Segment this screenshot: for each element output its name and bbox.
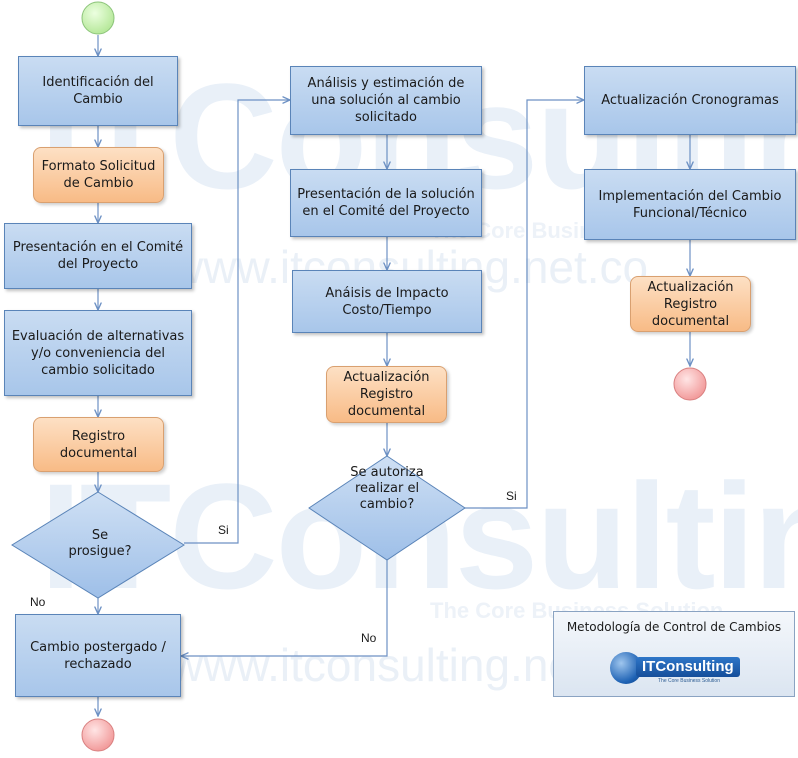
branch-label-si-prosigue: Si bbox=[218, 523, 229, 537]
doc-actualizacion-registro-1: Actualización Registro documental bbox=[326, 366, 447, 423]
step-analisis-estimacion: Análisis y estimación de una solución al… bbox=[290, 66, 482, 135]
doc-registro-documental: Registro documental bbox=[33, 417, 164, 472]
logo-text: ITConsulting bbox=[636, 657, 740, 677]
step-actualizacion-cronogramas: Actualización Cronogramas bbox=[584, 66, 796, 135]
doc-actualizacion-registro-2: Actualización Registro documental bbox=[630, 276, 751, 332]
methodology-title: Metodología de Control de Cambios bbox=[566, 620, 782, 634]
step-presentacion-comite: Presentación en el Comité del Proyecto bbox=[4, 223, 192, 289]
step-analisis-impacto: Anáisis de Impacto Costo/Tiempo bbox=[292, 270, 482, 333]
decision-autoriza-label: Se autoriza realizar el cambio? bbox=[350, 465, 424, 512]
start-terminal bbox=[81, 1, 115, 35]
connector-autoriza-no-postergado bbox=[181, 560, 388, 656]
decision-autoriza bbox=[308, 455, 466, 561]
branch-label-no-prosigue: No bbox=[30, 595, 46, 609]
connector-autoriza-si-cronogramas bbox=[465, 100, 584, 509]
step-evaluacion-alternativas: Evaluación de alternativas y/o convenien… bbox=[4, 310, 192, 396]
logo-tagline: The Core Business Solution bbox=[658, 678, 720, 684]
methodology-info-box: Metodología de Control de Cambios ITCons… bbox=[553, 611, 795, 697]
decision-prosigue bbox=[11, 491, 185, 599]
connector-prosigue-si-analisis bbox=[184, 100, 290, 544]
decision-prosigue-label: Se prosigue? bbox=[68, 528, 132, 559]
doc-formato-solicitud: Formato Solicitud de Cambio bbox=[33, 147, 164, 203]
step-implementacion-cambio: Implementación del Cambio Funcional/Técn… bbox=[584, 169, 796, 240]
step-identificacion-cambio: Identificación del Cambio bbox=[18, 56, 178, 126]
step-cambio-postergado: Cambio postergado / rechazado bbox=[15, 614, 181, 697]
end-terminal-left bbox=[81, 718, 115, 752]
itconsulting-logo: ITConsulting The Core Business Solution bbox=[610, 650, 740, 686]
branch-label-no-autoriza: No bbox=[361, 631, 377, 645]
step-presentacion-solucion: Presentación de la solución en el Comité… bbox=[290, 169, 482, 237]
branch-label-si-autoriza: Si bbox=[506, 489, 517, 503]
end-terminal-right bbox=[673, 367, 707, 401]
